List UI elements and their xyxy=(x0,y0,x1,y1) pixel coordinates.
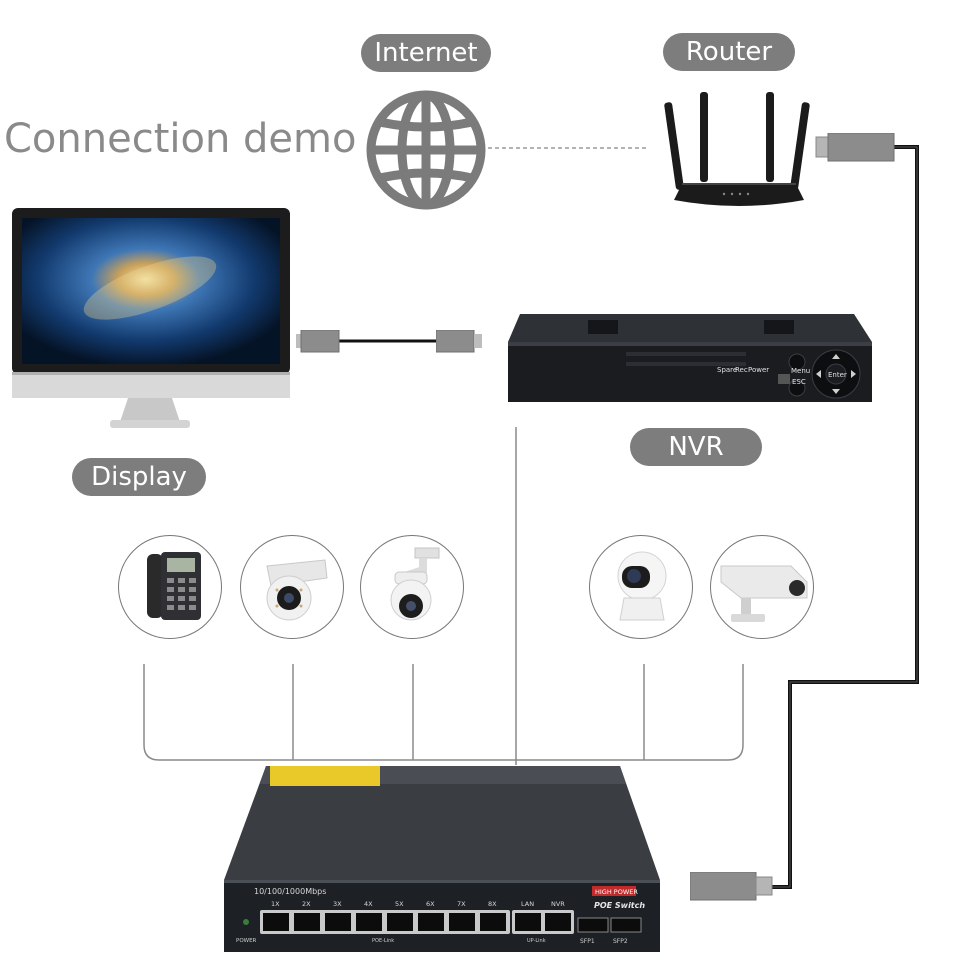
switch-power-led xyxy=(243,919,249,925)
switch-power-label: POWER xyxy=(236,938,257,944)
nvr-port[interactable] xyxy=(545,913,571,931)
router-cable-connector xyxy=(815,133,895,162)
display-monitor-icon xyxy=(12,208,290,428)
nvr-esc-label: ESC xyxy=(792,378,806,386)
sfp-port-2[interactable] xyxy=(610,917,642,933)
dome-camera-icon xyxy=(266,559,328,621)
nvr-esc-button[interactable] xyxy=(788,379,806,397)
switch-speed-label: 10/100/1000Mbps xyxy=(254,887,326,896)
nvr-label: NVR xyxy=(630,428,762,466)
sfp-ports xyxy=(577,917,642,933)
nvr-enter-label: Enter xyxy=(828,371,847,379)
port-label-lan: LAN xyxy=(521,900,534,908)
display-cable-connector xyxy=(296,330,340,353)
router-switch-cable xyxy=(772,145,919,889)
nvr-device: Spare Rec Power Menu ESC Enter xyxy=(508,314,872,402)
ptz-camera-icon xyxy=(390,547,440,621)
port-label-6: 6X xyxy=(426,900,435,908)
port-label-8: 8X xyxy=(488,900,497,908)
poe-switch-device: 10/100/1000Mbps 1X 2X 3X 4X 5X 6X 7X 8X … xyxy=(224,766,660,952)
poe-port-8[interactable] xyxy=(480,913,506,931)
nvr-menu-label: Menu xyxy=(791,367,810,375)
switch-poe-link-label: POE-Link xyxy=(372,938,394,944)
dome-camera-circle xyxy=(240,535,344,639)
port-label-3: 3X xyxy=(333,900,342,908)
home-camera-icon xyxy=(617,551,667,621)
poe-port-5[interactable] xyxy=(387,913,413,931)
router-label: Router xyxy=(663,33,795,71)
poe-port-7[interactable] xyxy=(449,913,475,931)
poe-port-6[interactable] xyxy=(418,913,444,931)
nvr-menu-button[interactable] xyxy=(788,353,806,371)
home-camera-circle xyxy=(589,535,693,639)
poe-port-1[interactable] xyxy=(263,913,289,931)
switch-poe-label: POE Switch xyxy=(594,901,645,910)
bullet-camera-circle xyxy=(710,535,814,639)
poe-port-2[interactable] xyxy=(294,913,320,931)
port-label-nvr: NVR xyxy=(551,900,565,908)
device-bracket xyxy=(143,664,744,761)
internet-label: Internet xyxy=(361,34,491,72)
diagram-title: Connection demo xyxy=(4,116,357,162)
sfp2-label: SFP2 xyxy=(613,938,628,945)
poe-port-4[interactable] xyxy=(356,913,382,931)
switch-high-power-text: HIGH POWER xyxy=(595,888,638,896)
ip-phone-circle xyxy=(118,535,222,639)
switch-up-link-label: UP-Link xyxy=(527,938,546,944)
ip-phone-icon xyxy=(147,552,201,620)
poe-port-3[interactable] xyxy=(325,913,351,931)
display-label: Display xyxy=(72,458,206,496)
poe-ports xyxy=(260,910,510,934)
switch-cable-connector xyxy=(690,872,773,901)
nvr-cable-connector xyxy=(436,330,482,353)
sfp1-label: SFP1 xyxy=(580,938,595,945)
sfp-port-1[interactable] xyxy=(577,917,609,933)
port-label-5: 5X xyxy=(395,900,404,908)
router-icon xyxy=(664,92,810,206)
switch-high-power-badge xyxy=(592,886,636,896)
port-label-4: 4X xyxy=(364,900,373,908)
port-label-2: 2X xyxy=(302,900,311,908)
nvr-rec-label: Rec xyxy=(735,366,748,374)
nvr-spare-label: Spare xyxy=(717,366,737,374)
bullet-camera-icon xyxy=(720,565,808,622)
port-label-7: 7X xyxy=(457,900,466,908)
switch-warning-sticker xyxy=(270,766,380,786)
nvr-power-label: Power xyxy=(748,366,769,374)
lan-port[interactable] xyxy=(515,913,541,931)
globe-icon xyxy=(366,90,486,210)
nvr-usb-port xyxy=(778,374,790,384)
port-label-1: 1X xyxy=(271,900,280,908)
ptz-camera-circle xyxy=(360,535,464,639)
uplink-ports xyxy=(512,910,574,934)
